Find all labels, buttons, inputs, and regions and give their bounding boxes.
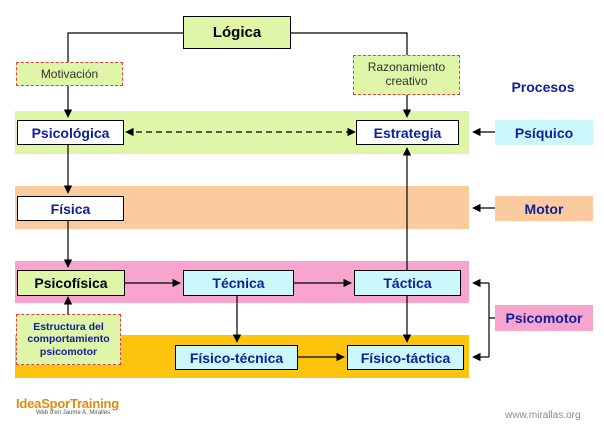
legend-motor: Motor bbox=[495, 196, 593, 221]
psicologica-box: Psicológica bbox=[17, 120, 124, 145]
estrategia-box: Estrategia bbox=[356, 120, 459, 145]
logica-to-psicologica bbox=[63, 32, 183, 118]
fisico-tactica-label: Físico-táctica bbox=[360, 349, 451, 366]
tecnica-box: Técnica bbox=[183, 270, 294, 296]
psicologica-label: Psicológica bbox=[31, 124, 110, 141]
fisica-box: Física bbox=[17, 196, 124, 221]
logica-label: Lógica bbox=[212, 24, 262, 41]
razonamiento-label: Razonamiento creativo bbox=[367, 60, 446, 88]
legend-psiquico: Psíquico bbox=[495, 120, 593, 145]
tecnica-label: Técnica bbox=[212, 275, 265, 291]
psicofisica-label: Psicofísica bbox=[34, 275, 108, 291]
legend-title: Procesos bbox=[511, 79, 575, 95]
brand-logo-text: IdeaSporTraining bbox=[16, 396, 119, 411]
psicofisica-box: Psicofísica bbox=[17, 270, 125, 296]
logica-box: Lógica bbox=[183, 16, 291, 49]
estrategia-label: Estrategia bbox=[373, 124, 442, 141]
tactica-label: Táctica bbox=[383, 275, 432, 291]
razonamiento-box: Razonamiento creativo bbox=[353, 55, 460, 95]
legend-psicomotor: Psicomotor bbox=[495, 305, 593, 331]
brand-subtitle: Web d'en Jaume A. Miralles bbox=[36, 410, 111, 416]
legend-motor-label: Motor bbox=[524, 200, 564, 217]
fisico-tactica-box: Físico-táctica bbox=[347, 345, 464, 370]
legend-psicomotor-label: Psicomotor bbox=[505, 310, 583, 326]
site-url: www.mirallas.org bbox=[505, 410, 581, 421]
legend-psiquico-label: Psíquico bbox=[514, 124, 574, 141]
motivacion-box: Motivación bbox=[16, 62, 123, 86]
fisico-tecnica-label: Físico-técnica bbox=[189, 349, 284, 366]
fisica-label: Física bbox=[50, 200, 91, 217]
estructura-label: Estructura del comportamiento psicomotor bbox=[27, 320, 110, 358]
motivacion-label: Motivación bbox=[40, 67, 99, 81]
tactica-box: Táctica bbox=[354, 270, 461, 296]
fisico-tecnica-box: Físico-técnica bbox=[175, 345, 298, 370]
estructura-box: Estructura del comportamiento psicomotor bbox=[16, 314, 121, 365]
